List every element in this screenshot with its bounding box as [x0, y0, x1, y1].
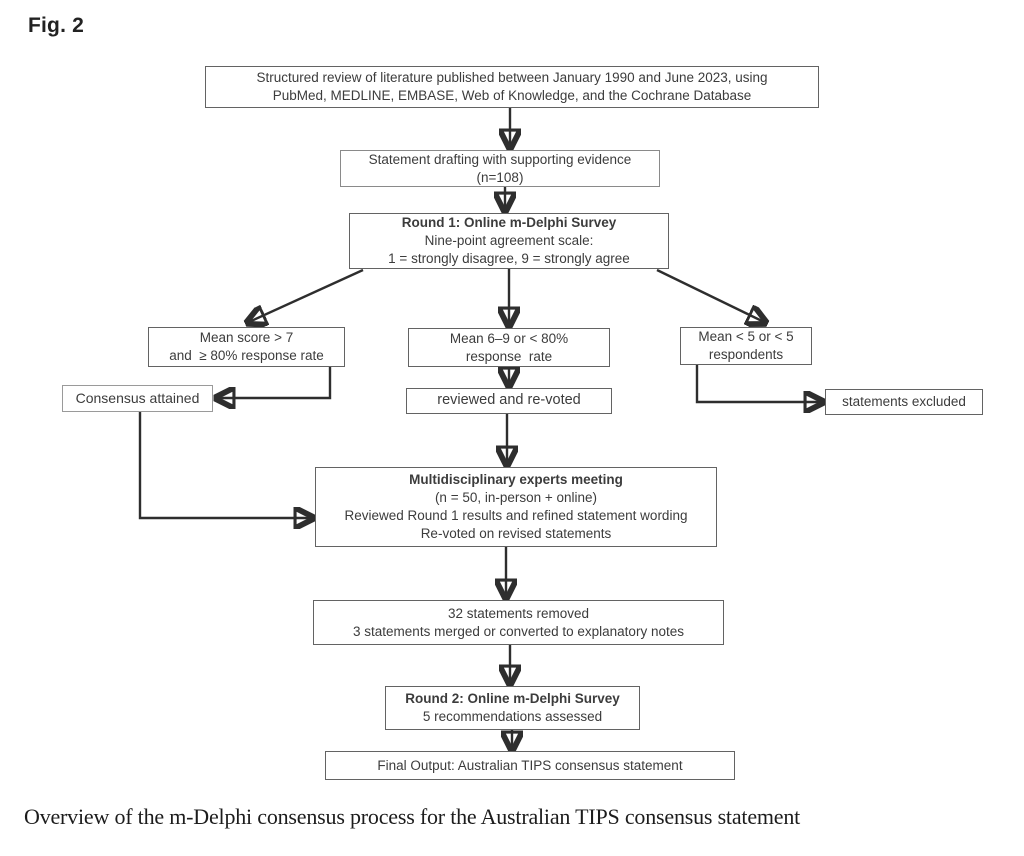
node-text-line: Final Output: Australian TIPS consensus … [377, 757, 683, 773]
arrow-meanlow-to-excluded [695, 365, 821, 402]
node-text-line: Re-voted on revised statements [420, 525, 612, 541]
node-title-line: Multidisciplinary experts meeting [409, 472, 623, 488]
node-title-line: Round 1: Online m-Delphi Survey [401, 215, 617, 231]
node-statements-removed: 32 statements removed 3 statements merge… [313, 600, 724, 645]
node-text-line: Statement drafting with supporting evide… [368, 151, 632, 167]
node-text-line: Mean 6–9 or < 80% [449, 330, 569, 346]
node-experts-meeting: Multidisciplinary experts meeting (n = 5… [315, 467, 717, 547]
node-text-line: Nine-point agreement scale: [424, 233, 594, 249]
figure-label: Fig. 2 [28, 14, 85, 37]
node-text-line: statements excluded [842, 394, 966, 410]
arrow-meanhigh-to-consensus [218, 367, 332, 398]
node-reviewed-revoted: reviewed and re-voted [406, 388, 612, 414]
node-text-line: 32 statements removed [447, 605, 590, 621]
node-title-line: Round 2: Online m-Delphi Survey [405, 691, 620, 707]
node-statements-excluded: statements excluded [825, 389, 983, 415]
node-statement-drafting: Statement drafting with supporting evide… [340, 150, 660, 187]
node-round2-survey: Round 2: Online m-Delphi Survey 5 recomm… [385, 686, 640, 730]
arrow-round1-to-meanlow [656, 268, 764, 322]
node-text-line: Structured review of literature publishe… [256, 70, 768, 86]
node-mean-score-high: Mean score > 7 and ≥ 80% response rate [148, 327, 345, 367]
node-text-line: 1 = strongly disagree, 9 = strongly agre… [388, 250, 630, 266]
node-text-line: response rate [465, 348, 553, 364]
node-mean-score-mid: Mean 6–9 or < 80% response rate [408, 328, 610, 367]
node-text-line: (n=108) [476, 169, 524, 185]
node-text-line: Reviewed Round 1 results and refined sta… [344, 508, 688, 523]
node-text-line: and ≥ 80% response rate [169, 348, 324, 363]
node-text-line: Mean score > 7 [199, 330, 294, 346]
node-text-line: (n = 50, in-person + online) [434, 490, 598, 506]
node-final-output: Final Output: Australian TIPS consensus … [325, 751, 735, 780]
node-text-line: 3 statements merged or converted to expl… [353, 623, 684, 639]
arrow-consensus-to-meeting [138, 412, 311, 518]
node-mean-score-low: Mean < 5 or < 5 respondents [680, 327, 812, 365]
node-text-line: Mean < 5 or < 5 [698, 329, 794, 345]
node-literature-review: Structured review of literature publishe… [205, 66, 819, 108]
node-text-line: PubMed, MEDLINE, EMBASE, Web of Knowledg… [272, 88, 752, 103]
figure-caption: Overview of the m-Delphi consensus proce… [24, 804, 801, 829]
node-text-line: reviewed and re-voted [437, 392, 581, 409]
node-round1-survey: Round 1: Online m-Delphi Survey Nine-poi… [349, 213, 669, 269]
node-consensus-attained: Consensus attained [62, 385, 213, 412]
node-text-line: respondents [708, 347, 784, 362]
arrow-round1-to-meanhigh [249, 268, 364, 322]
node-text-line: Consensus attained [75, 390, 200, 407]
node-text-line: 5 recommendations assessed [422, 709, 603, 724]
